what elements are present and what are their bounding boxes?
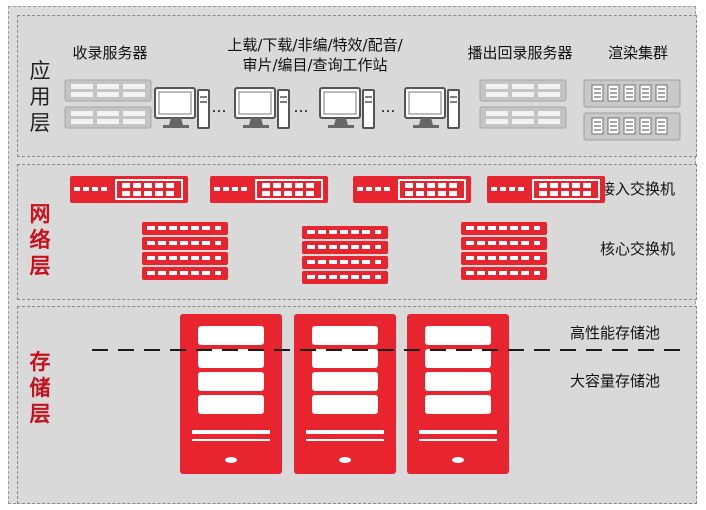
ellipsis: … bbox=[380, 98, 396, 116]
large-capacity-pool-label: 大容量存储池 bbox=[569, 372, 660, 390]
workstation-icon bbox=[154, 87, 210, 129]
access-switch-icon bbox=[352, 175, 472, 204]
application-layer-title: 应 用 层 bbox=[29, 59, 51, 135]
access-switch-icon bbox=[69, 175, 189, 204]
core-switch-label: 核心交换机 bbox=[600, 240, 676, 258]
storage-layer-title: 存 储 层 bbox=[29, 350, 51, 426]
storage-array-icon bbox=[180, 314, 282, 474]
render-cluster-label: 渲染集群 bbox=[607, 44, 668, 62]
playout-server-label: 播出回录服务器 bbox=[467, 44, 573, 62]
core-switch-icon bbox=[302, 226, 388, 284]
storage-array-icon bbox=[407, 314, 509, 474]
ellipsis: … bbox=[293, 98, 309, 116]
core-switch-icon bbox=[461, 222, 547, 280]
network-layer-title: 网 络 层 bbox=[29, 202, 51, 278]
core-switch-icon bbox=[142, 222, 228, 280]
playout-server-icon bbox=[479, 79, 567, 129]
ellipsis: … bbox=[211, 98, 227, 116]
ingest-server-icon bbox=[64, 79, 152, 129]
workstations-label-line2: 审片/编目/查询工作站 bbox=[242, 56, 388, 74]
render-cluster-icon bbox=[583, 79, 681, 141]
access-switch-icon bbox=[209, 175, 329, 204]
workstation-icon bbox=[319, 87, 375, 129]
high-performance-pool-label: 高性能存储池 bbox=[569, 324, 660, 342]
access-switch-icon bbox=[486, 175, 606, 204]
workstation-icon bbox=[234, 87, 290, 129]
access-switch-label: 接入交换机 bbox=[600, 180, 676, 198]
storage-array-icon bbox=[294, 314, 396, 474]
workstation-icon bbox=[404, 87, 460, 129]
workstations-label-line1: 上载/下载/非编/特效/配音/ bbox=[227, 36, 403, 54]
ingest-server-label: 收录服务器 bbox=[72, 44, 148, 62]
